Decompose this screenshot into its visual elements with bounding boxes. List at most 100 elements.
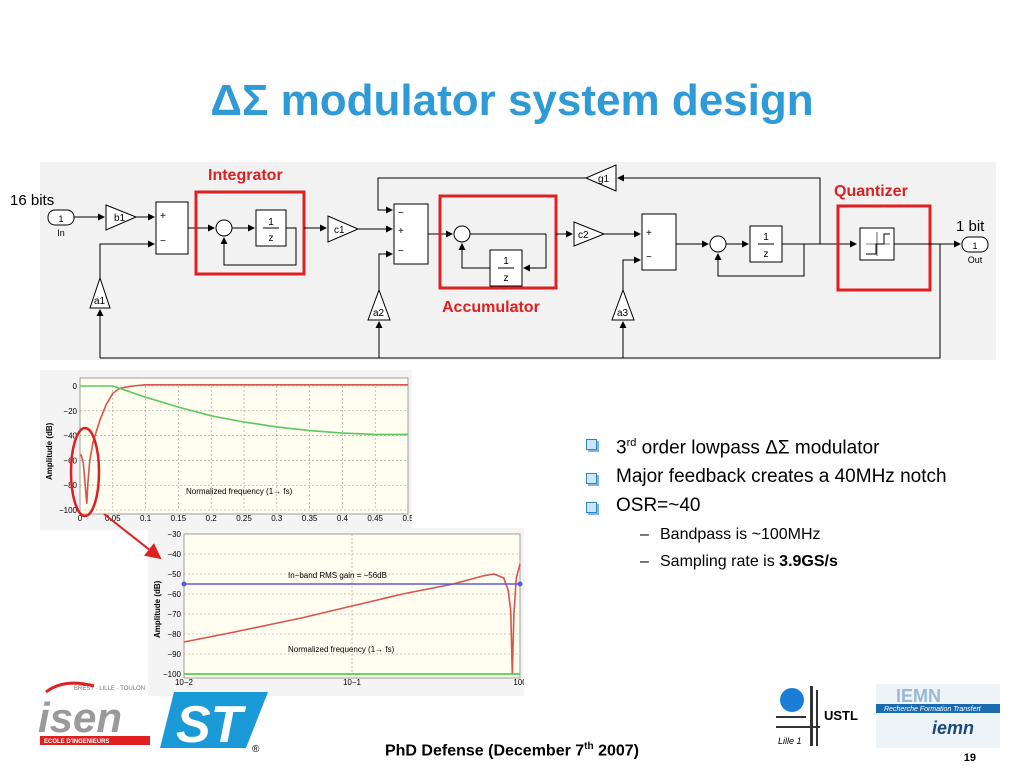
block-diagram: 16 bits 1 bit 1 In b1 + − Integrator 1 z… — [10, 162, 996, 360]
y-tick-label: −90 — [167, 650, 181, 659]
svg-text:a2: a2 — [373, 308, 385, 319]
x-tick-label: 0.3 — [271, 514, 283, 523]
svg-text:Lille 1: Lille 1 — [778, 736, 802, 746]
y-tick-label: −30 — [167, 530, 181, 539]
chart-annotation: Normalized frequency (1→ fs) — [186, 487, 293, 496]
x-tick-label: 0.5 — [402, 514, 412, 523]
x-tick-label: 100 — [513, 678, 524, 687]
svg-text:Recherche Formation Transfert: Recherche Formation Transfert — [884, 706, 982, 713]
y-tick-label: −80 — [167, 630, 181, 639]
accumulator-block: Accumulator 1 z — [438, 194, 558, 316]
bullet-item: OSR=~40 — [582, 495, 982, 517]
quantizer-block: Quantizer — [834, 183, 932, 292]
svg-text:1 bit: 1 bit — [956, 218, 985, 235]
sum-block-3: + − — [641, 213, 677, 271]
svg-text:ECOLE D'INGENIEURS: ECOLE D'INGENIEURS — [44, 739, 109, 745]
svg-text:b1: b1 — [114, 213, 126, 224]
integrator-2: 1 z — [709, 225, 805, 277]
svg-text:1: 1 — [972, 241, 977, 251]
svg-text:Integrator: Integrator — [208, 167, 283, 184]
x-tick-label: 10−1 — [343, 678, 362, 687]
bullet-item: Major feedback creates a 40MHz notch — [582, 466, 982, 488]
svg-text:USTL: USTL — [824, 708, 858, 723]
zoom-arrow — [103, 513, 162, 560]
svg-text:IEMN: IEMN — [896, 686, 941, 706]
x-tick-label: 0.2 — [206, 514, 218, 523]
svg-text:−: − — [646, 252, 652, 263]
y-tick-label: −60 — [167, 590, 181, 599]
y-tick-label: −70 — [167, 610, 181, 619]
x-tick-label: 0 — [78, 514, 83, 523]
page-title: ΔΣ modulator system design — [210, 76, 814, 125]
y-axis-label: Amplitude (dB) — [153, 580, 162, 638]
svg-text:Out: Out — [968, 255, 983, 265]
svg-text:1: 1 — [268, 217, 274, 228]
iemn-logo: IEMN Recherche Formation Transfert iemn — [876, 684, 1000, 748]
x-tick-label: 0.4 — [337, 514, 349, 523]
svg-text:isen: isen — [38, 694, 122, 741]
bullet-square-icon — [586, 502, 597, 514]
y-tick-label: −100 — [163, 670, 182, 679]
svg-text:−: − — [398, 246, 404, 257]
output-bits-label: 1 bit — [956, 218, 985, 235]
isen-logo: BREST · LILLE · TOULON isen ECOLE D'INGE… — [38, 681, 150, 745]
x-tick-label: 0.35 — [302, 514, 318, 523]
ustl-logo: USTL Lille 1 — [776, 686, 858, 746]
y-tick-label: −100 — [59, 506, 78, 515]
x-tick-label: 0.1 — [140, 514, 152, 523]
svg-text:16 bits: 16 bits — [10, 192, 54, 209]
gain-c1: c1 — [327, 215, 360, 243]
integrator-block: Integrator 1 z — [194, 167, 306, 276]
series-point — [181, 581, 187, 587]
gain-a1: a1 — [89, 276, 111, 309]
svg-text:g1: g1 — [598, 174, 610, 185]
sum-block-2: − + − — [393, 203, 429, 265]
svg-text:1: 1 — [58, 214, 63, 224]
svg-text:+: + — [160, 211, 166, 222]
svg-text:BREST · LILLE · TOULON: BREST · LILLE · TOULON — [74, 686, 145, 692]
gain-a3: a3 — [611, 288, 635, 321]
x-tick-label: 0.15 — [171, 514, 187, 523]
page-number: 19 — [963, 752, 976, 764]
series-point — [517, 581, 523, 587]
x-tick-label: 10−2 — [175, 678, 194, 687]
svg-text:z: z — [764, 249, 769, 260]
y-tick-label: −50 — [167, 570, 181, 579]
sub-bullet-item: –Bandpass is ~100MHz — [640, 526, 821, 544]
st-logo: ST ® — [160, 692, 268, 755]
svg-text:®: ® — [252, 744, 260, 755]
series-line — [183, 563, 521, 675]
svg-text:Quantizer: Quantizer — [834, 183, 908, 200]
gain-g1: g1 — [584, 164, 617, 192]
x-tick-label: 0.05 — [105, 514, 121, 523]
sum-block-1: + − — [155, 201, 189, 255]
svg-text:c2: c2 — [578, 230, 589, 241]
svg-text:iemn: iemn — [932, 718, 974, 738]
svg-text:In: In — [57, 228, 65, 238]
svg-text:1: 1 — [503, 256, 509, 267]
x-tick-label: 0.25 — [236, 514, 252, 523]
output-port: 1 Out — [961, 236, 989, 265]
bullet-square-icon — [586, 473, 597, 485]
x-tick-label: 0.45 — [367, 514, 383, 523]
in-band-gain-chart: −30 −40 −50 −60 −70 −80 −90 −100 10−2 10−1 100 Am… — [148, 528, 524, 696]
rms-gain-note: In−band RMS gain = −56dB — [288, 571, 387, 580]
svg-text:+: + — [398, 226, 404, 237]
y-tick-label: −40 — [167, 550, 181, 559]
svg-text:a1: a1 — [94, 296, 106, 307]
svg-text:c1: c1 — [334, 225, 345, 236]
input-bits-label: 16 bits — [10, 192, 54, 209]
svg-text:1: 1 — [763, 232, 769, 243]
gain-a2: a2 — [367, 288, 391, 321]
svg-text:−: − — [398, 208, 404, 219]
y-tick-label: 0 — [73, 382, 78, 391]
y-tick-label: −40 — [63, 432, 77, 441]
svg-text:ST: ST — [176, 696, 247, 754]
svg-text:z: z — [269, 233, 274, 244]
svg-text:−: − — [160, 236, 166, 247]
bullet-list: 3rd order lowpass ΔΣ modulator Major fee… — [582, 432, 982, 578]
footer-text: PhD Defense (December 7th 2007) — [384, 741, 639, 760]
sub-bullet-item: –Sampling rate is 3.9GS/s — [640, 553, 838, 571]
bullet-item: 3rd order lowpass ΔΣ modulator — [582, 432, 982, 459]
